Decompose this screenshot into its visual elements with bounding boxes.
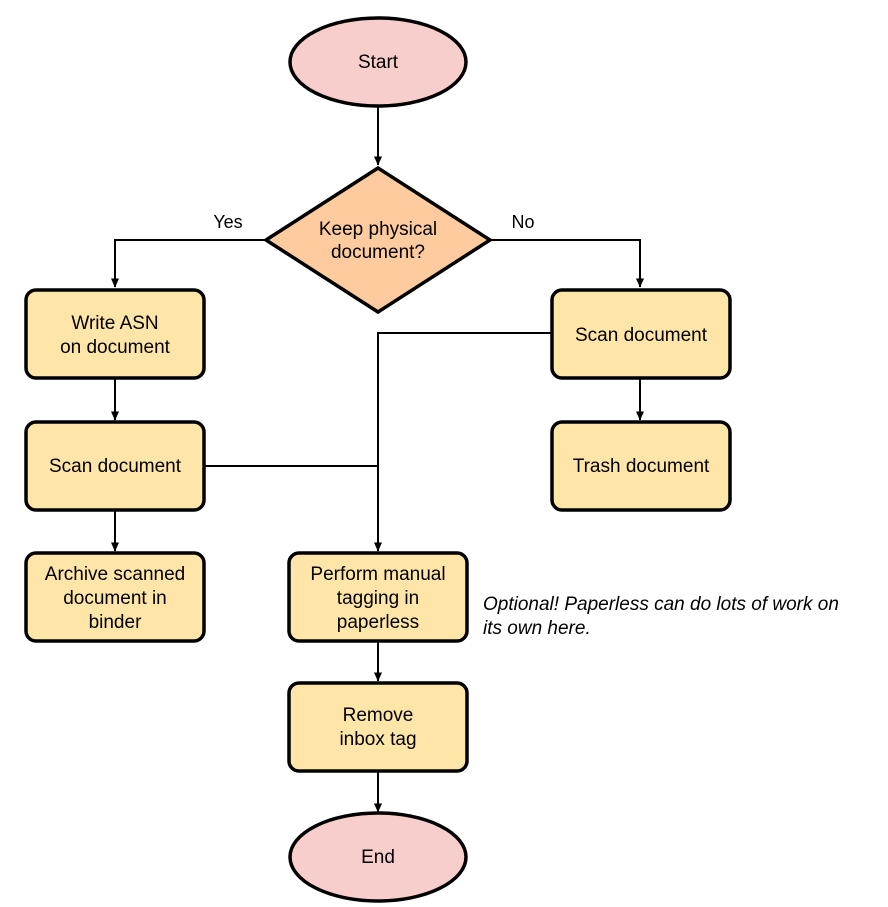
write-asn-label-line1: Write ASN [71, 313, 158, 334]
optional-note-line1: Optional! Paperless can do lots of work … [483, 594, 839, 615]
write-asn-shape[interactable] [24, 288, 206, 380]
connector-layer [111, 102, 644, 813]
node-scan-document-right[interactable]: Scan document [550, 288, 732, 380]
edge-decision-yes-to-write-asn [111, 239, 266, 288]
manual-tagging-label-line1: Perform manual [310, 564, 445, 585]
optional-note-line2: its own here. [483, 618, 591, 639]
archive-label-line2: document in [63, 588, 167, 609]
node-start[interactable]: Start [288, 16, 468, 108]
node-archive-scanned-document[interactable]: Archive scanned document in binder [24, 551, 206, 643]
node-write-asn[interactable]: Write ASN on document [24, 288, 206, 380]
decision-label-line2: document? [331, 242, 425, 263]
decision-shape[interactable] [262, 165, 494, 315]
remove-inbox-shape[interactable] [287, 681, 469, 773]
node-scan-document-left[interactable]: Scan document [24, 420, 206, 512]
end-label: End [361, 847, 395, 868]
remove-inbox-label-line2: inbox tag [339, 729, 416, 750]
trash-shape[interactable] [550, 420, 732, 512]
node-remove-inbox-tag[interactable]: Remove inbox tag [287, 681, 469, 773]
edge-decision-no-to-scan-right [490, 239, 644, 288]
remove-inbox-label-line1: Remove [343, 705, 414, 726]
start-label: Start [358, 52, 399, 73]
manual-tagging-shape[interactable] [287, 551, 469, 643]
decision-label-line1: Keep physical [319, 219, 437, 240]
archive-label-line3: binder [89, 612, 142, 633]
edge-scan-right-to-manual-tagging [374, 332, 552, 552]
annotation-optional-note: Optional! Paperless can do lots of work … [483, 594, 839, 639]
node-perform-manual-tagging[interactable]: Perform manual tagging in paperless [287, 551, 469, 643]
end-shape[interactable] [288, 811, 468, 903]
manual-tagging-label-line3: paperless [337, 612, 419, 633]
scan-left-label: Scan document [49, 456, 182, 477]
archive-label-line1: Archive scanned [45, 564, 185, 585]
node-end[interactable]: End [288, 811, 468, 903]
scan-right-shape[interactable] [550, 288, 732, 380]
scan-left-shape[interactable] [24, 420, 206, 512]
trash-label: Trash document [573, 456, 710, 477]
node-trash-document[interactable]: Trash document [550, 420, 732, 512]
write-asn-label-line2: on document [60, 337, 171, 358]
manual-tagging-label-line2: tagging in [337, 588, 419, 609]
archive-shape[interactable] [24, 551, 206, 643]
node-decision-keep-physical-document[interactable]: Keep physical document? [262, 165, 494, 315]
edge-label-yes: Yes [213, 212, 242, 232]
edge-label-no: No [511, 212, 534, 232]
scan-right-label: Scan document [575, 325, 708, 346]
start-shape[interactable] [288, 16, 468, 108]
